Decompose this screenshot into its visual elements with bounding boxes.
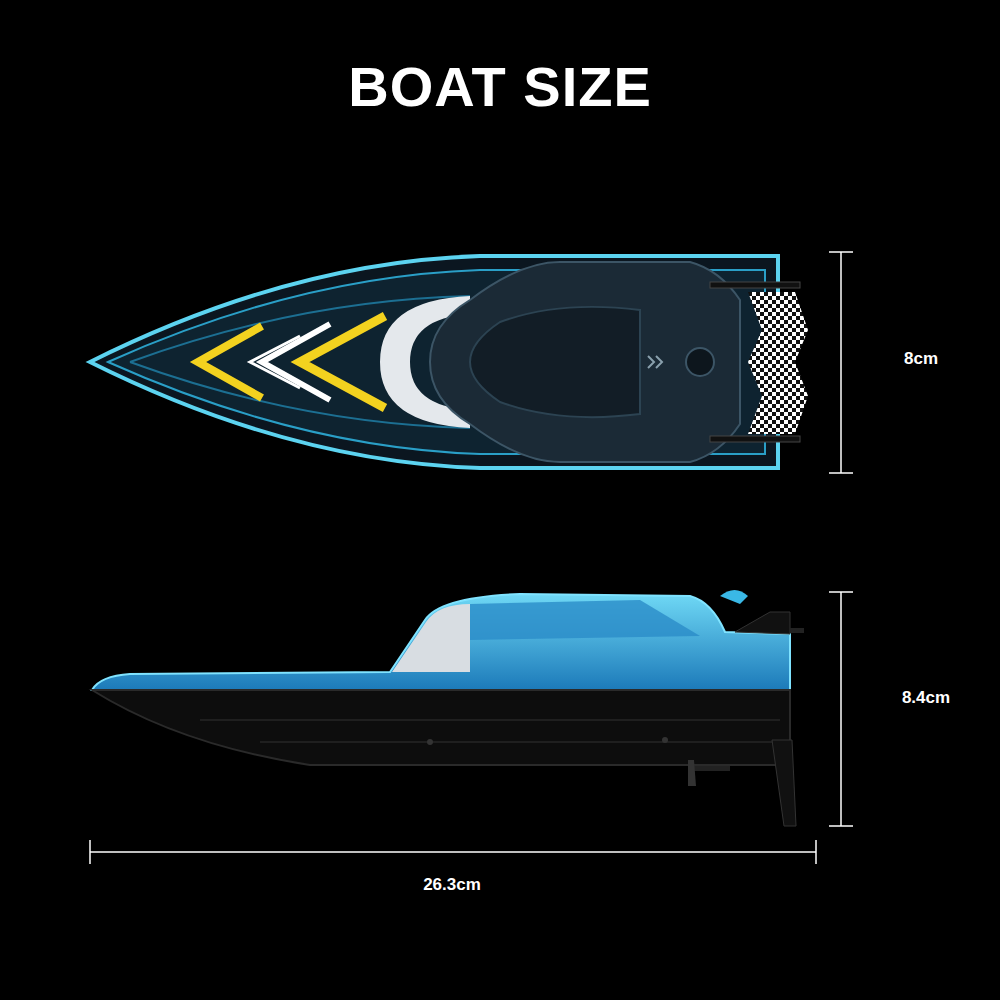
dimension-lines xyxy=(90,252,853,864)
page-title: BOAT SIZE xyxy=(348,54,652,119)
dimension-label: 8.4cm xyxy=(902,688,950,708)
dimension-label: 26.3cm xyxy=(423,875,481,895)
side-view xyxy=(92,590,804,826)
dimension-label: 8cm xyxy=(904,349,938,369)
top-view xyxy=(90,256,808,468)
